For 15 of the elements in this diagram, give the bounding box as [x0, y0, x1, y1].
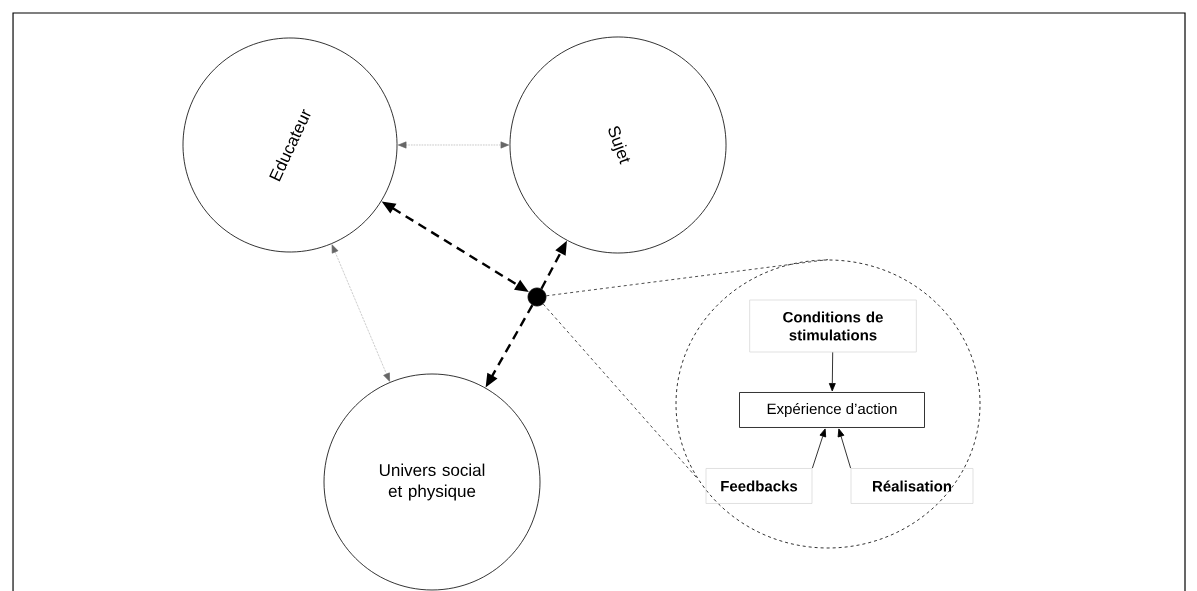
- label-box: Réalisation: [850, 468, 974, 504]
- arrow: [397, 141, 510, 149]
- arrow: [812, 428, 827, 469]
- process-box: Expérience d’action: [739, 392, 925, 428]
- connector-line: [546, 259, 829, 297]
- dot: [527, 287, 547, 307]
- zoom-circle: [675, 259, 981, 549]
- label-box: Conditions de stimulations: [749, 299, 917, 353]
- label-box: Feedbacks: [705, 468, 813, 504]
- circle-node: Sujet: [509, 36, 727, 254]
- connector-line: [542, 303, 699, 480]
- arrow: [828, 352, 836, 392]
- arrow: [331, 244, 390, 382]
- arrow: [837, 428, 851, 469]
- circle-node: Univers social et physique: [323, 373, 541, 591]
